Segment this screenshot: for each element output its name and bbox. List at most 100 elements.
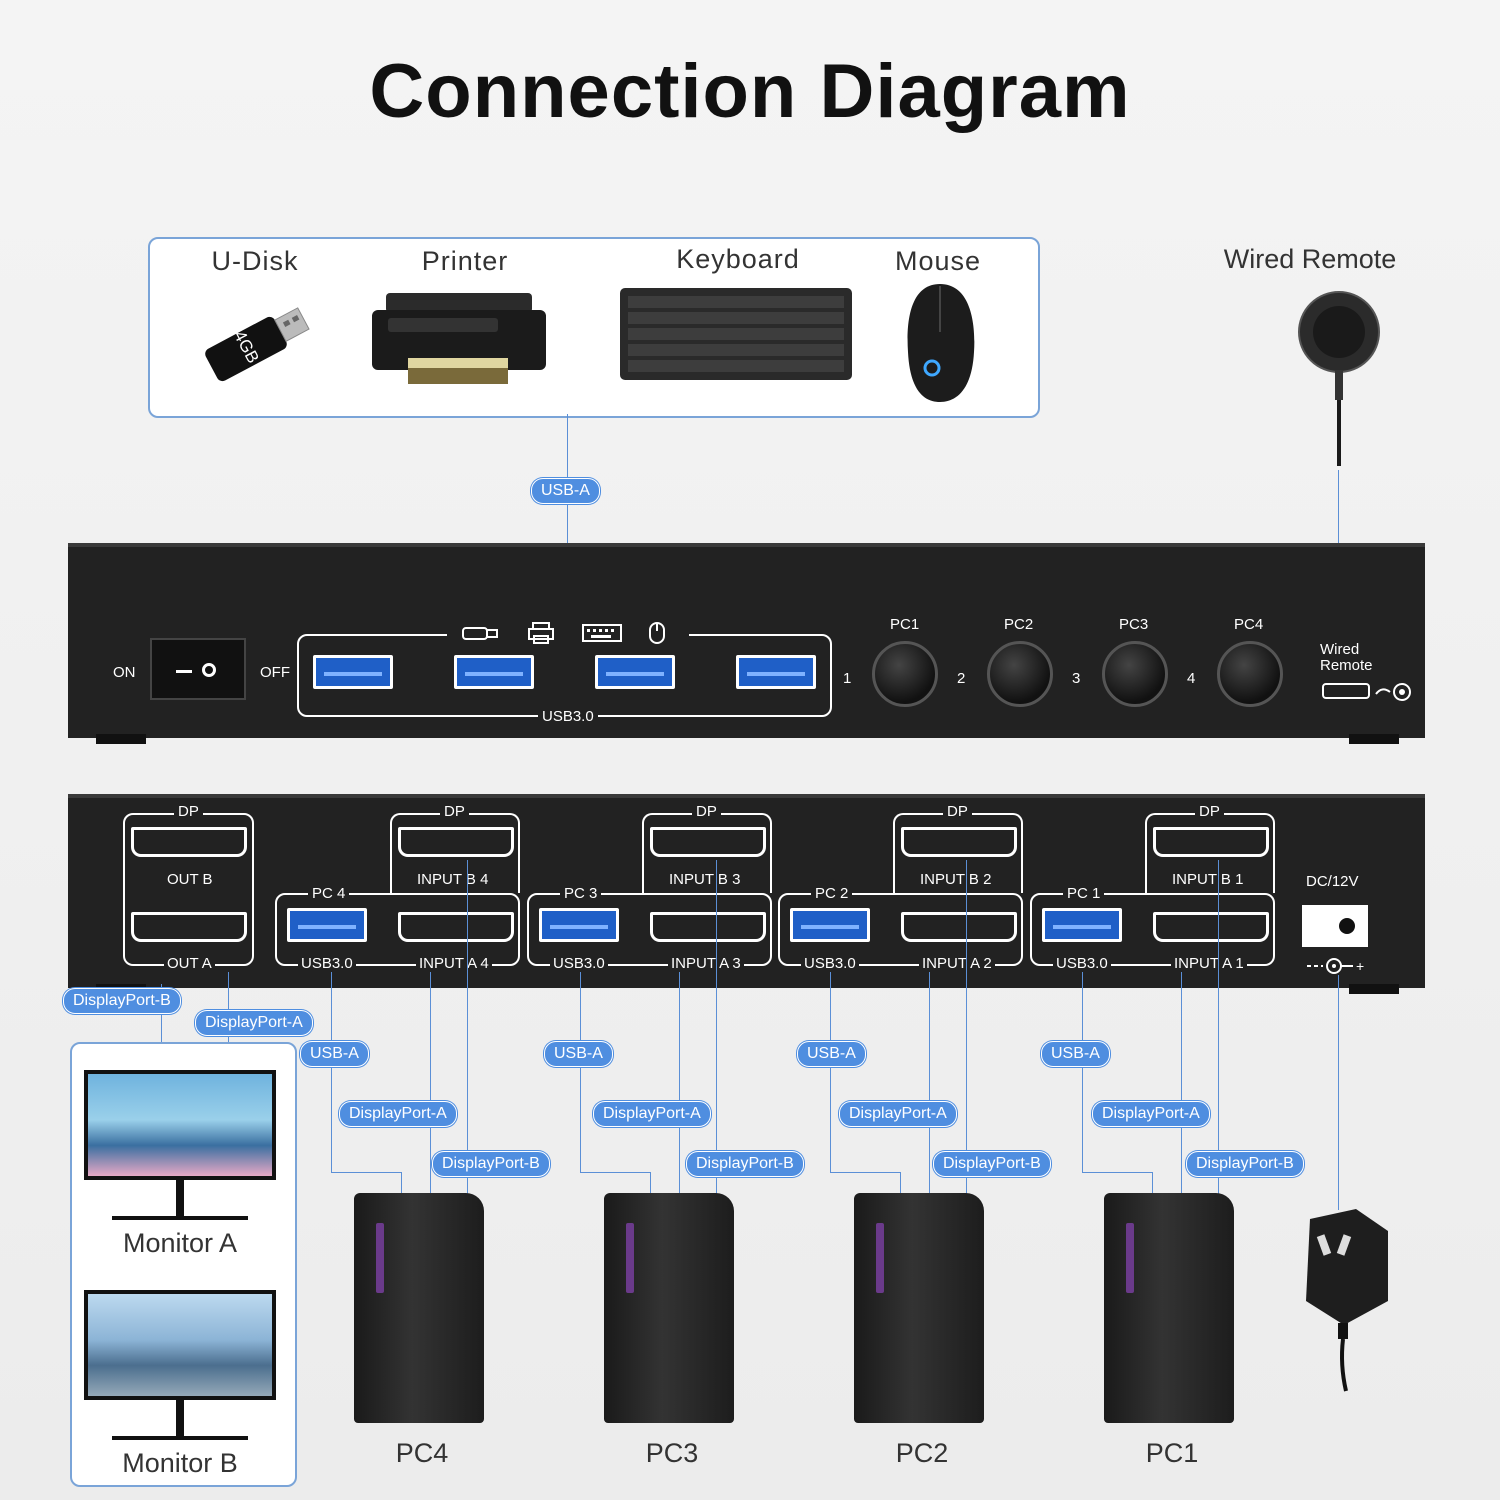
chip-dp-a-pc3: DisplayPort-A: [593, 1101, 711, 1127]
usb-icons-strip: [447, 620, 689, 646]
printer-icon: [372, 293, 546, 384]
input-a2-label: INPUT A 2: [919, 955, 995, 972]
chip-dp-b-pc3: DisplayPort-B: [686, 1151, 804, 1177]
usb-line-pc3-h: [580, 1172, 650, 1173]
led-number-4: 4: [1187, 670, 1196, 687]
usb-line-pc2-h: [830, 1172, 900, 1173]
monitor-b-base: [112, 1436, 248, 1440]
usb-port-pc3[interactable]: [539, 908, 619, 942]
chip-dp-b-pc4: DisplayPort-B: [432, 1151, 550, 1177]
usb-port-3[interactable]: [595, 655, 675, 689]
usb-line-pc3: [580, 972, 581, 1172]
dc-jack-hole: [1339, 918, 1355, 934]
power-switch[interactable]: [150, 638, 246, 700]
page-title: Connection Diagram: [369, 49, 1131, 134]
usb-hub-label: USB3.0: [538, 708, 598, 725]
remote-port[interactable]: [1322, 683, 1370, 699]
remote-port-label-line1: Wired: [1320, 641, 1360, 658]
usb-line-pc1-h: [1082, 1172, 1152, 1173]
dc-power-jack[interactable]: [1302, 905, 1368, 947]
switch-on-mark: [176, 670, 192, 673]
pc2-label: PC2: [895, 1438, 949, 1468]
usb-port-2[interactable]: [454, 655, 534, 689]
foot: [1349, 984, 1399, 994]
chip-dp-a-monitor: DisplayPort-A: [195, 1010, 313, 1036]
dp-port-input-b2[interactable]: [901, 827, 1017, 857]
chip-usb-a-pc1: USB-A: [1041, 1041, 1110, 1067]
button-label-pc1: PC1: [890, 616, 920, 633]
peripheral-label-udisk: U-Disk: [211, 246, 299, 276]
led-number-2: 2: [957, 670, 966, 687]
usb-label-pc3: USB3.0: [550, 955, 608, 972]
dpa-line-pc2: [929, 972, 930, 1197]
dp-port-input-b1[interactable]: [1153, 827, 1269, 857]
dp-port-out-a[interactable]: [131, 912, 247, 942]
dp-port-input-a3[interactable]: [650, 912, 766, 942]
remote-port-icon: [1375, 683, 1411, 701]
dp-label-pc1: DP: [1195, 803, 1224, 820]
dp-port-input-a2[interactable]: [901, 912, 1017, 942]
dp-a-line-monitor: [228, 972, 229, 1042]
pc3-group-frame: [527, 893, 772, 966]
usb-drive-icon: [462, 627, 498, 640]
usb-label-pc2: USB3.0: [801, 955, 859, 972]
dp-port-input-a4[interactable]: [398, 912, 514, 942]
usb-port-4[interactable]: [736, 655, 816, 689]
monitor-a-stand: [176, 1180, 184, 1216]
usb-port-pc2[interactable]: [790, 908, 870, 942]
svg-text:+: +: [1356, 958, 1364, 974]
chip-dp-a-pc2: DisplayPort-A: [839, 1101, 957, 1127]
kvm-front-panel: [68, 543, 1425, 738]
usb-a-line-top: [567, 414, 568, 640]
input-a3-label: INPUT A 3: [668, 955, 744, 972]
button-label-pc2: PC2: [1004, 616, 1034, 633]
power-line: [1338, 975, 1339, 1210]
input-a1-label: INPUT A 1: [1171, 955, 1247, 972]
dpa-line-pc4: [430, 972, 431, 1197]
pc2-group-frame: [778, 893, 1023, 966]
switch-button-pc2[interactable]: [987, 641, 1053, 707]
pc3-tower: [604, 1193, 734, 1423]
led-number-1: 1: [843, 670, 852, 687]
usb-drive-icon: [205, 307, 310, 382]
usb-port-pc4[interactable]: [287, 908, 367, 942]
input-b2-label: INPUT B 2: [917, 871, 995, 888]
dp-port-input-a1[interactable]: [1153, 912, 1269, 942]
power-on-label: ON: [113, 664, 136, 681]
pc4-group-frame: [275, 893, 520, 966]
dp-port-input-b4[interactable]: [398, 827, 514, 857]
power-off-label: OFF: [260, 664, 290, 681]
switch-button-pc4[interactable]: [1217, 641, 1283, 707]
pc1-tower: [1104, 1193, 1234, 1423]
dp-label-pc3: DP: [692, 803, 721, 820]
pc4-group-label: PC 4: [308, 885, 350, 902]
switch-button-pc3[interactable]: [1102, 641, 1168, 707]
usb-line-pc4-h: [331, 1172, 401, 1173]
dp-port-out-b[interactable]: [131, 827, 247, 857]
foot: [1349, 734, 1399, 744]
input-b3-label: INPUT B 3: [666, 871, 744, 888]
chip-dp-b-monitor: DisplayPort-B: [63, 988, 181, 1014]
input-b4-label: INPUT B 4: [414, 871, 492, 888]
usb-label-pc4: USB3.0: [298, 955, 356, 972]
dp-port-input-b3[interactable]: [650, 827, 766, 857]
dpb-line-pc3: [716, 860, 717, 1217]
pc1-group-label: PC 1: [1063, 885, 1105, 902]
power-adapter-icon: [1306, 1209, 1388, 1392]
monitor-b-stand: [176, 1400, 184, 1436]
dc-polarity-icon: +: [1307, 958, 1364, 974]
usb-port-pc1[interactable]: [1042, 908, 1122, 942]
usb-label-pc1: USB3.0: [1053, 955, 1111, 972]
dp-label-out: DP: [174, 803, 203, 820]
switch-button-pc1[interactable]: [872, 641, 938, 707]
led-number-3: 3: [1072, 670, 1081, 687]
usb-port-1[interactable]: [313, 655, 393, 689]
dpb-line-pc1: [1218, 860, 1219, 1217]
dp-label-pc4: DP: [440, 803, 469, 820]
peripheral-label-mouse: Mouse: [894, 246, 982, 276]
chip-usb-a-top: USB-A: [531, 478, 600, 504]
button-label-pc4: PC4: [1234, 616, 1264, 633]
input-a4-label: INPUT A 4: [416, 955, 492, 972]
wired-remote-label: Wired Remote: [1223, 244, 1397, 274]
keyboard-icon: [620, 288, 852, 380]
